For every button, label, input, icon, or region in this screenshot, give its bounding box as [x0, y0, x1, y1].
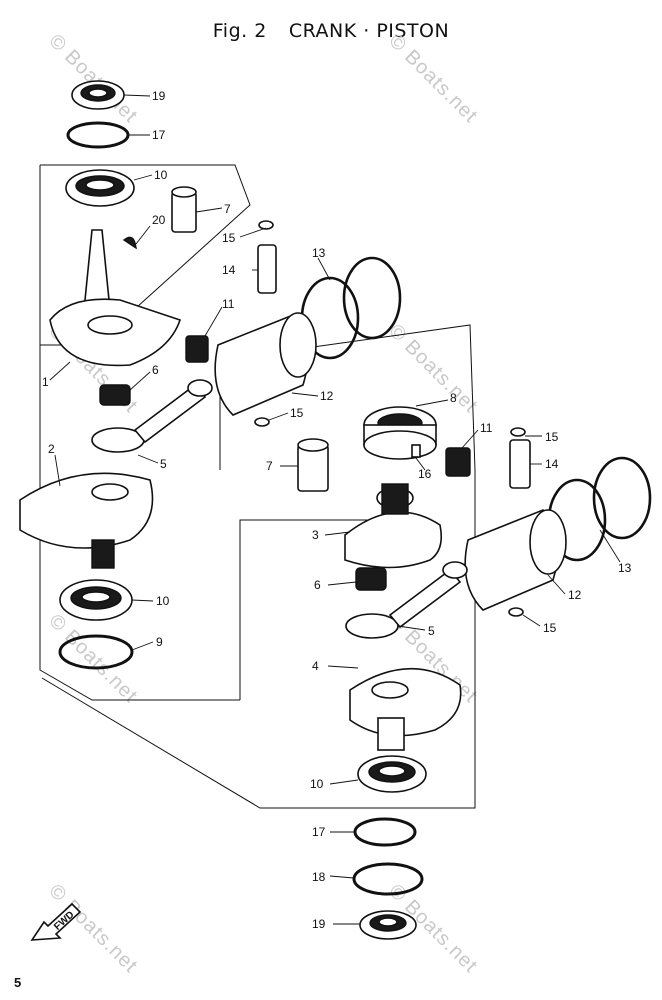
label-20: 20: [152, 213, 166, 227]
label-18: 18: [312, 870, 326, 884]
part-18-o-ring: [352, 862, 424, 896]
part-1-crankshaft-upper: [49, 229, 182, 367]
part-17-o-ring-top: [66, 121, 130, 149]
part-7-crank-pin-lower: [297, 438, 329, 492]
label-19: 19: [152, 89, 166, 103]
label-15: 15: [543, 621, 557, 635]
label-10: 10: [310, 777, 324, 791]
part-14-piston-pin-lower: [509, 439, 531, 489]
part-15-circlip: [508, 607, 524, 617]
label-5: 5: [160, 457, 167, 471]
part-6-needle-bearing-upper: [99, 384, 131, 406]
label-13: 13: [312, 246, 326, 260]
part-16-dowel-pin: [411, 444, 421, 458]
part-5-connecting-rod-upper: [91, 379, 213, 453]
label-11: 11: [222, 297, 235, 311]
part-17-o-ring-lower: [353, 817, 417, 847]
leader-lines: [49, 94, 621, 925]
label-7: 7: [224, 202, 231, 216]
part-15-circlip: [258, 220, 274, 230]
label-5: 5: [428, 624, 435, 638]
label-1: 1: [42, 375, 49, 389]
part-11-small-end-bearing-upper: [185, 335, 209, 363]
label-17: 17: [152, 128, 166, 142]
label-4: 4: [312, 659, 319, 673]
label-17: 17: [312, 825, 326, 839]
part-10-bearing-upper: [65, 169, 135, 207]
label-12: 12: [568, 588, 582, 602]
label-16: 16: [418, 467, 432, 481]
part-20-woodruff-key: [122, 236, 137, 250]
label-2: 2: [48, 442, 55, 456]
fwd-arrow-icon: FWD: [30, 902, 82, 941]
label-19: 19: [312, 917, 326, 931]
label-15: 15: [290, 406, 304, 420]
part-14-piston-pin-upper: [257, 244, 277, 294]
part-9-o-ring: [58, 634, 134, 670]
label-7: 7: [266, 459, 273, 473]
part-6-needle-bearing-lower: [355, 567, 387, 591]
diagram-title: Fig. 2 CRANK · PISTON: [0, 20, 662, 42]
part-8-labyrinth-seal: [363, 406, 437, 460]
figure-number: Fig. 2: [212, 20, 267, 42]
figure-name: CRANK · PISTON: [288, 20, 450, 42]
label-8: 8: [450, 391, 457, 405]
label-10: 10: [156, 594, 170, 608]
part-5-connecting-rod-lower: [345, 561, 468, 639]
part-number-labels: 19 17 10 7 20 15 14 13 11 6 1 12 15 8 2 …: [42, 89, 632, 931]
label-14: 14: [222, 263, 236, 277]
label-14: 14: [545, 457, 559, 471]
part-12-piston-upper: [214, 312, 317, 416]
part-10-bearing-middle: [59, 579, 133, 621]
label-3: 3: [312, 528, 319, 542]
label-10: 10: [154, 168, 168, 182]
part-2-crank-web: [19, 472, 154, 569]
label-11: 11: [480, 421, 493, 435]
part-12-piston-lower: [464, 509, 567, 611]
label-15: 15: [222, 231, 236, 245]
part-4-crankshaft-lower: [349, 667, 462, 751]
part-7-crank-pin-upper: [171, 186, 197, 233]
label-15: 15: [545, 430, 559, 444]
part-19-oil-seal-top: [71, 80, 125, 110]
part-10-bearing-lower: [357, 755, 427, 793]
page-number: 5: [14, 975, 22, 990]
part-19-oil-seal-lower: [359, 910, 417, 940]
part-11-small-end-bearing-lower: [445, 447, 471, 477]
part-15-circlip: [254, 417, 270, 427]
label-6: 6: [314, 578, 321, 592]
part-3-crank-web: [344, 483, 443, 569]
label-6: 6: [152, 363, 159, 377]
label-13: 13: [618, 561, 632, 575]
part-15-circlip: [510, 427, 526, 437]
label-9: 9: [156, 635, 163, 649]
label-12: 12: [320, 389, 334, 403]
